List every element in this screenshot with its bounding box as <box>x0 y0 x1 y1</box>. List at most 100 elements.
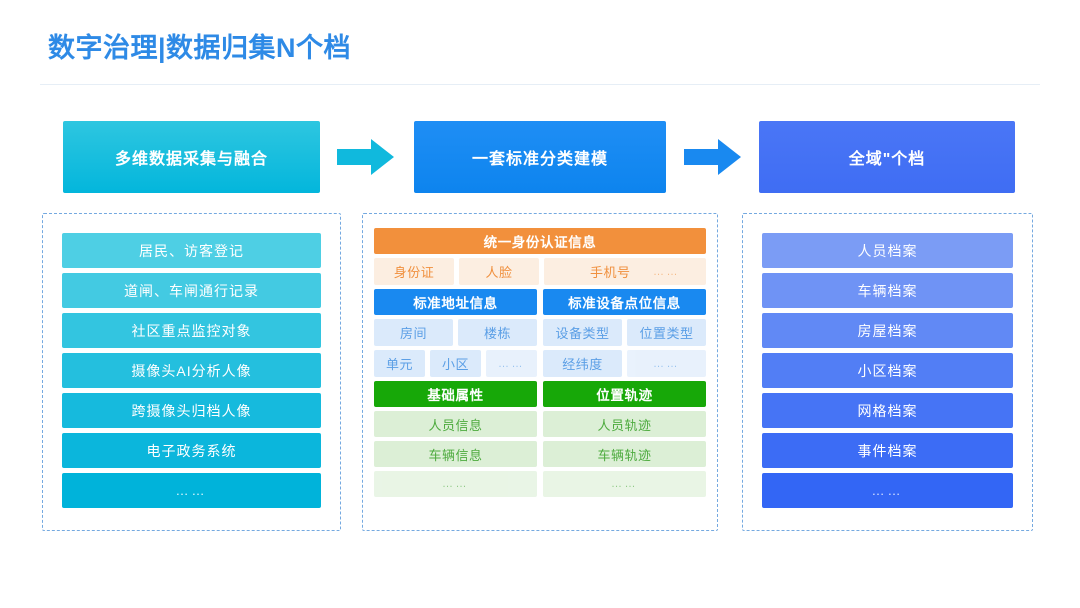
arrow-right-icon-2 <box>684 137 742 177</box>
stage-header-archives-label: 全域"个档 <box>848 151 926 168</box>
list-item-label: …… <box>175 483 208 498</box>
group-device-header-label: 标准设备点位信息 <box>568 296 681 311</box>
list-item-label: …… <box>442 478 469 490</box>
tag-label: 房间 <box>399 326 427 341</box>
list-item-label: 道闸、车闸通行记录 <box>124 282 259 299</box>
list-item-label: 社区重点监控对象 <box>131 322 252 339</box>
list-item[interactable]: 房屋档案 <box>762 313 1013 348</box>
stage-header-archives[interactable]: 全域"个档 <box>759 121 1015 193</box>
arrow-right-icon-1 <box>337 137 395 177</box>
list-item[interactable]: 摄像头AI分析人像 <box>62 353 321 388</box>
list-item-more[interactable]: …… <box>62 473 321 508</box>
list-item-label: 人员档案 <box>857 242 918 259</box>
stage-header-collection[interactable]: 多维数据采集与融合 <box>63 121 320 193</box>
tag-community[interactable]: 小区 <box>430 350 481 377</box>
list-item-label: 车辆轨迹 <box>597 447 652 463</box>
tag-more-label: …… <box>653 265 680 278</box>
list-item-label: …… <box>611 478 638 490</box>
list-item[interactable]: 车辆档案 <box>762 273 1013 308</box>
blue-groups: 标准地址信息 房间 楼栋 单元 小区 …… <box>374 289 706 381</box>
tag-building[interactable]: 楼栋 <box>458 319 537 346</box>
group-identity-header-label: 统一身份认证信息 <box>483 235 597 250</box>
tag-room[interactable]: 房间 <box>374 319 453 346</box>
list-item-label: 摄像头AI分析人像 <box>131 362 252 379</box>
list-item-label: 网格档案 <box>857 402 918 419</box>
tag-label: 手机号 <box>590 265 631 280</box>
group-location-track-header-label: 位置轨迹 <box>596 388 653 403</box>
stage-header-collection-label: 多维数据采集与融合 <box>114 151 268 168</box>
list-item-label: …… <box>871 483 904 498</box>
group-device: 标准设备点位信息 设备类型 位置类型 经纬度 …… <box>543 289 706 381</box>
data-source-list: 居民、访客登记 道闸、车闸通行记录 社区重点监控对象 摄像头AI分析人像 跨摄像… <box>62 233 321 513</box>
list-item[interactable]: 人员轨迹 <box>543 411 706 437</box>
list-item[interactable]: 网格档案 <box>762 393 1013 428</box>
tag-face[interactable]: 人脸 <box>459 258 539 285</box>
list-item[interactable]: 人员档案 <box>762 233 1013 268</box>
tag-label: 楼栋 <box>483 326 511 341</box>
group-basic-attributes-header-label: 基础属性 <box>427 388 484 403</box>
tag-label: 单元 <box>385 357 413 372</box>
stage-header-modeling[interactable]: 一套标准分类建模 <box>414 121 666 193</box>
group-identity: 统一身份认证信息 身份证 人脸 手机号 …… <box>374 228 706 285</box>
group-device-row-1: 设备类型 位置类型 <box>543 319 706 346</box>
group-basic-attributes-header[interactable]: 基础属性 <box>374 381 537 407</box>
group-device-row-2: 经纬度 …… <box>543 350 706 377</box>
list-item[interactable]: 事件档案 <box>762 433 1013 468</box>
list-item[interactable]: 跨摄像头归档人像 <box>62 393 321 428</box>
list-item[interactable]: 电子政务系统 <box>62 433 321 468</box>
list-item-label: 事件档案 <box>857 442 918 459</box>
group-location-track-header[interactable]: 位置轨迹 <box>543 381 706 407</box>
tag-device-more[interactable]: …… <box>627 350 706 377</box>
title-bar: 数字治理|数据归集N个档 <box>0 0 1080 85</box>
group-address-header-label: 标准地址信息 <box>413 296 498 311</box>
group-address-header[interactable]: 标准地址信息 <box>374 289 537 315</box>
panel-data-sources: 居民、访客登记 道闸、车闸通行记录 社区重点监控对象 摄像头AI分析人像 跨摄像… <box>42 213 341 531</box>
group-identity-row: 身份证 人脸 手机号 …… <box>374 258 706 285</box>
list-item[interactable]: 小区档案 <box>762 353 1013 388</box>
group-device-header[interactable]: 标准设备点位信息 <box>543 289 706 315</box>
group-location-track-list: 人员轨迹 车辆轨迹 …… <box>543 411 706 497</box>
tag-phone[interactable]: 手机号 …… <box>544 258 706 285</box>
list-item-label: 人员信息 <box>428 417 483 433</box>
tag-label: …… <box>498 357 525 370</box>
list-item[interactable]: 车辆信息 <box>374 441 537 467</box>
list-item-more[interactable]: …… <box>543 471 706 497</box>
tag-lat-long[interactable]: 经纬度 <box>543 350 622 377</box>
panel-archives: 人员档案 车辆档案 房屋档案 小区档案 网格档案 事件档案 …… <box>742 213 1033 531</box>
tag-address-more[interactable]: …… <box>486 350 537 377</box>
tag-label: 小区 <box>441 357 469 372</box>
tag-device-type[interactable]: 设备类型 <box>543 319 622 346</box>
page-title: 数字治理|数据归集N个档 <box>48 33 352 63</box>
tag-position-type[interactable]: 位置类型 <box>627 319 706 346</box>
list-item[interactable]: 车辆轨迹 <box>543 441 706 467</box>
tag-label: …… <box>653 357 680 370</box>
archive-list: 人员档案 车辆档案 房屋档案 小区档案 网格档案 事件档案 …… <box>762 233 1013 513</box>
tag-label: 位置类型 <box>639 326 694 341</box>
group-location-track: 位置轨迹 人员轨迹 车辆轨迹 …… <box>543 381 706 501</box>
group-basic-attributes-list: 人员信息 车辆信息 …… <box>374 411 537 497</box>
tag-unit[interactable]: 单元 <box>374 350 425 377</box>
list-item-label: 小区档案 <box>857 362 918 379</box>
list-item[interactable]: 人员信息 <box>374 411 537 437</box>
tag-label: 经纬度 <box>562 357 603 372</box>
list-item[interactable]: 社区重点监控对象 <box>62 313 321 348</box>
list-item[interactable]: 居民、访客登记 <box>62 233 321 268</box>
list-item-more[interactable]: …… <box>374 471 537 497</box>
list-item-label: 车辆档案 <box>857 282 918 299</box>
tag-label: 身份证 <box>393 265 435 280</box>
group-basic-attributes: 基础属性 人员信息 车辆信息 …… <box>374 381 537 501</box>
green-groups: 基础属性 人员信息 车辆信息 …… 位置轨迹 <box>374 381 706 501</box>
group-address: 标准地址信息 房间 楼栋 单元 小区 …… <box>374 289 537 381</box>
standard-model-groups: 统一身份认证信息 身份证 人脸 手机号 …… 标准地址 <box>374 228 706 518</box>
group-address-row-1: 房间 楼栋 <box>374 319 537 346</box>
list-item-label: 人员轨迹 <box>597 417 652 433</box>
list-item[interactable]: 道闸、车闸通行记录 <box>62 273 321 308</box>
tag-id-card[interactable]: 身份证 <box>374 258 454 285</box>
title-divider <box>40 84 1040 85</box>
group-address-row-2: 单元 小区 …… <box>374 350 537 377</box>
tag-label: 设备类型 <box>555 326 610 341</box>
list-item-more[interactable]: …… <box>762 473 1013 508</box>
list-item-label: 跨摄像头归档人像 <box>131 402 252 419</box>
group-identity-header[interactable]: 统一身份认证信息 <box>374 228 706 254</box>
